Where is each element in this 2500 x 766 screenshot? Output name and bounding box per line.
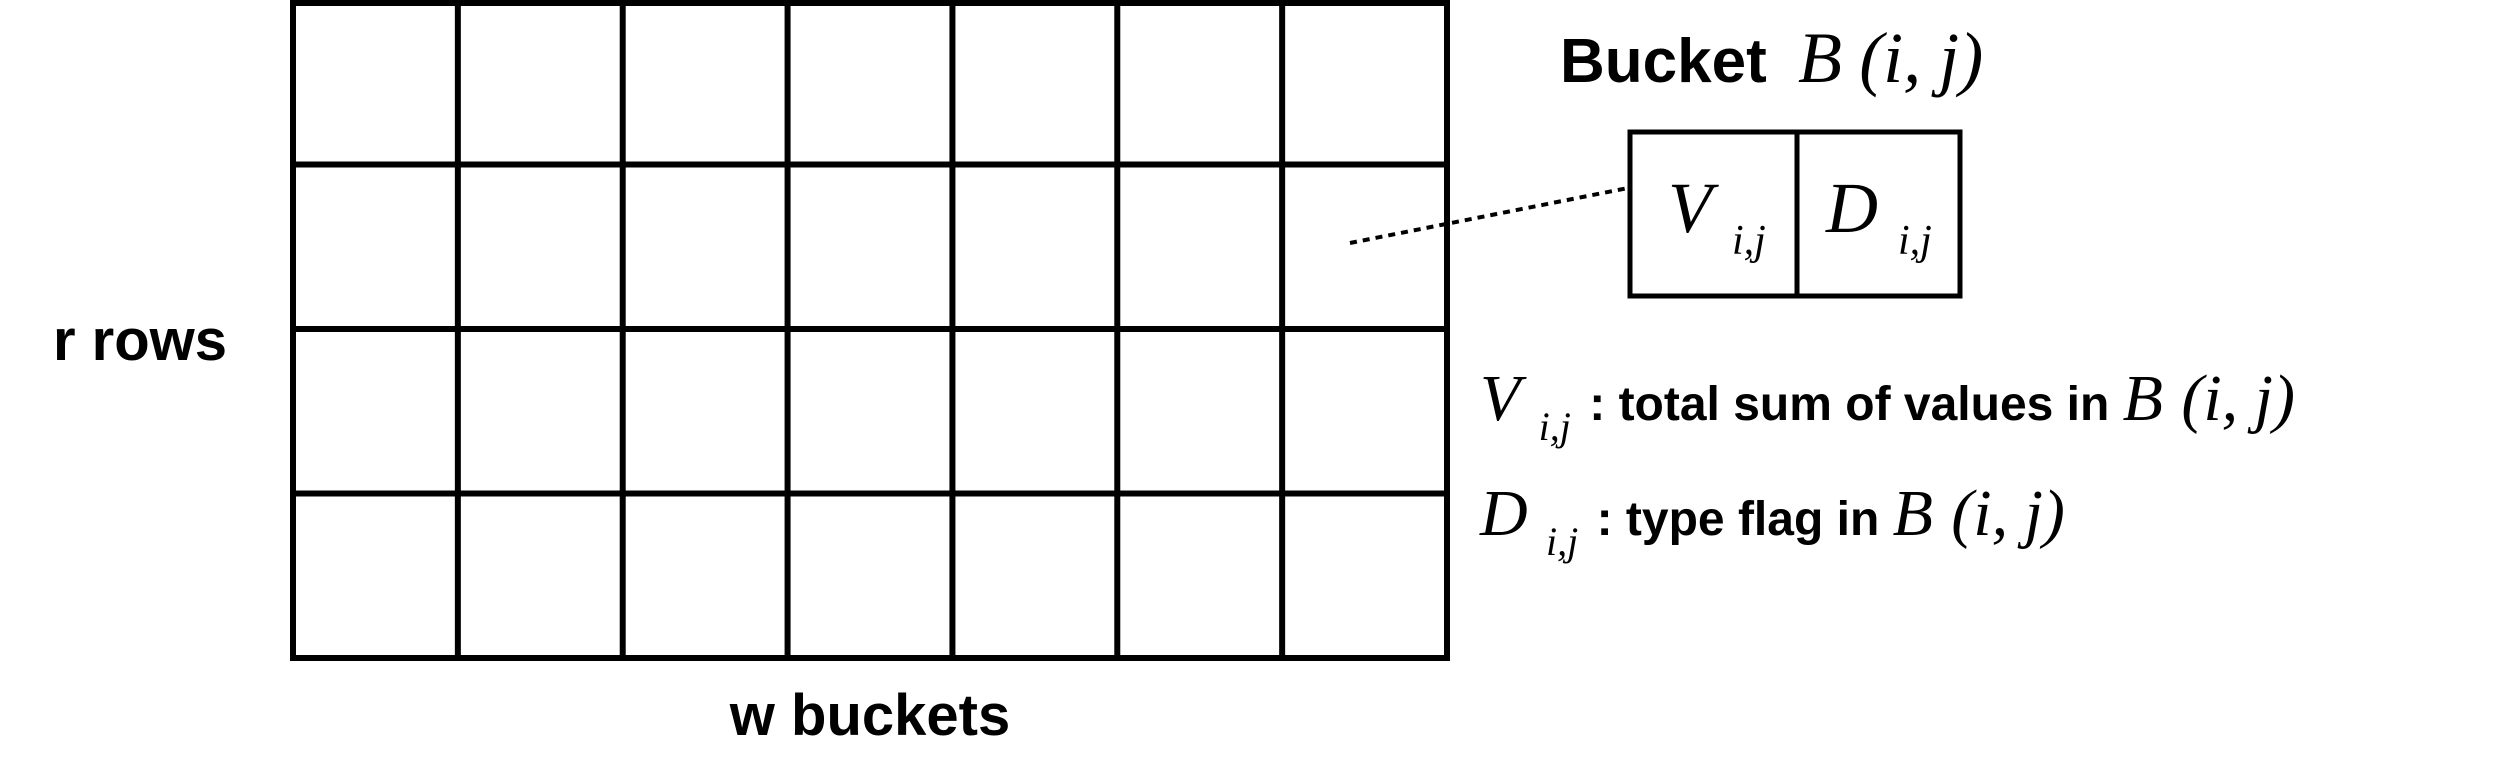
row-label: r rows: [53, 308, 227, 373]
bucket-field-v: V i,j: [1668, 168, 1766, 264]
bucket-title: Bucket B (i, j): [1560, 18, 1983, 98]
bucket-title-word: Bucket: [1560, 27, 1767, 96]
bucket-field-d: D i,j: [1825, 168, 1932, 264]
legend-d-definition: D i,j : type flag in B (i, j): [1479, 475, 2065, 569]
bucket-title-args: (i, j): [1859, 18, 1983, 98]
column-label: w buckets: [729, 683, 1010, 748]
bucket-grid: [290, 0, 1450, 661]
legend-v-definition: V i,j : total sum of values in B (i, j): [1480, 360, 2295, 454]
bucket-connector-line: [1349, 186, 1629, 245]
bucket-detail-box: [1627, 129, 1963, 299]
bucket-title-symbol: B: [1798, 18, 1842, 98]
